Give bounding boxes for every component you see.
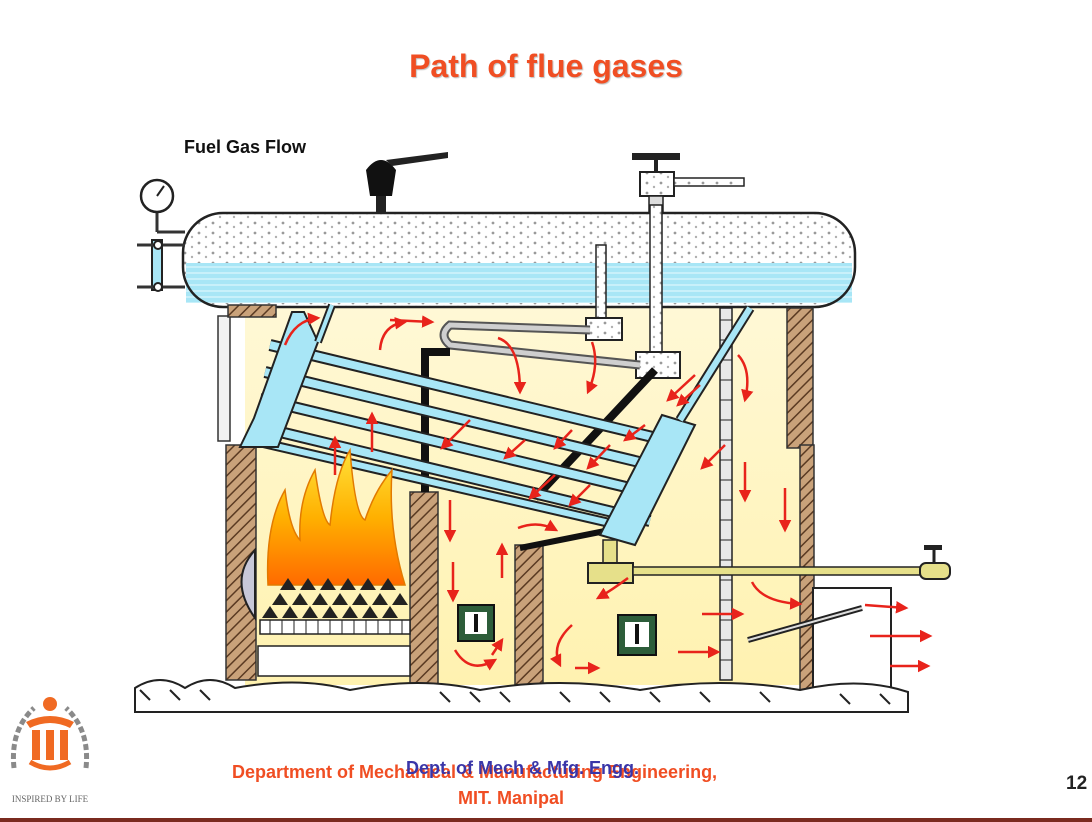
grate xyxy=(258,620,410,676)
cleaning-door-icon xyxy=(458,605,494,641)
footer-dept-short: Dept. of Mech & Mfg. Engg. xyxy=(406,758,639,779)
page-number: 12 xyxy=(1066,773,1087,795)
bottom-rule xyxy=(0,818,1092,822)
ladder-wall xyxy=(720,308,732,680)
pressure-gauge-icon xyxy=(141,180,185,232)
safety-valve-icon xyxy=(366,152,448,214)
footer-institute: MIT. Manipal xyxy=(458,788,564,809)
fuel-gas-flow-label: Fuel Gas Flow xyxy=(184,137,306,158)
stop-valve-icon xyxy=(632,153,744,213)
manipal-logo-icon: INSPIRED BY LIFE xyxy=(0,690,100,820)
water-gauge-icon xyxy=(137,240,185,291)
steam-drum xyxy=(183,213,855,307)
logo-motto: INSPIRED BY LIFE xyxy=(12,794,89,804)
cleaning-door-icon xyxy=(618,615,656,655)
